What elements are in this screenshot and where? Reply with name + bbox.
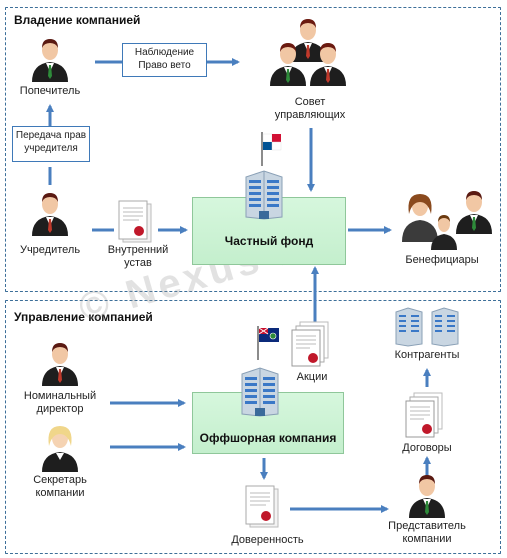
power-of-attorney-document-icon (245, 485, 279, 528)
shares-document-icon (291, 321, 329, 367)
supervision-line2: Право вето (138, 60, 191, 71)
trustee-label: Попечитель (19, 85, 81, 97)
council-label: Совет управляющих (260, 96, 360, 122)
secretary-label: Секретарь компании (10, 474, 110, 500)
beneficiaries-people-icon (402, 191, 492, 250)
company-rep-label: Представитель компании (377, 520, 477, 546)
trustee-person-icon (32, 39, 68, 82)
offshore-building-icon (241, 367, 279, 417)
company-rep-person-icon (409, 475, 445, 518)
contracts-document-icon (405, 392, 443, 438)
power-of-attorney-label: Доверенность (231, 534, 304, 546)
management-section (5, 300, 501, 554)
charter-document-icon (118, 200, 152, 243)
nominee-director-line2: директор (36, 403, 84, 415)
supervision-line1: Наблюдение (134, 47, 195, 58)
founder-label: Учредитель (19, 244, 81, 256)
nominee-director-person-icon (42, 343, 78, 386)
council-people-icon (270, 19, 346, 86)
rights-transfer-line2: учредителя (24, 143, 78, 154)
counterparties-label: Контрагенты (394, 349, 460, 361)
charter-line2: устав (124, 257, 152, 269)
nominee-director-label: Номинальный директор (10, 390, 110, 416)
ownership-section (5, 7, 501, 292)
supervision-box: Наблюдение Право вето (122, 43, 207, 77)
company-rep-line2: компании (402, 533, 452, 545)
rights-transfer-line1: Передача прав (15, 130, 87, 141)
founder-person-icon (32, 193, 68, 236)
management-title: Управление компанией (14, 310, 153, 324)
company-rep-line1: Представитель (388, 520, 466, 532)
nominee-director-line1: Номинальный (23, 390, 97, 402)
private-fund-box: Частный фонд (192, 197, 346, 265)
beneficiaries-label: Бенефициары (405, 254, 479, 266)
charter-label: Внутренний устав (100, 244, 176, 270)
panama-flag-icon (261, 132, 282, 166)
fund-building-icon (245, 170, 283, 220)
contracts-label: Договоры (402, 442, 452, 454)
offshore-company-label: Оффшорная компания (199, 431, 337, 445)
secretary-line2: компании (35, 487, 85, 499)
council-line2: управляющих (274, 109, 346, 121)
secretary-line1: Секретарь (33, 474, 87, 486)
rights-transfer-box: Передача прав учредителя (12, 126, 90, 162)
bvi-flag-icon (257, 326, 279, 360)
charter-line1: Внутренний (107, 244, 169, 256)
shares-label: Акции (296, 371, 328, 383)
council-line1: Совет (294, 96, 326, 108)
counterparties-buildings-icon (395, 307, 459, 347)
ownership-title: Владение компанией (14, 13, 141, 27)
private-fund-label: Частный фонд (224, 234, 314, 248)
secretary-person-icon (42, 426, 78, 472)
